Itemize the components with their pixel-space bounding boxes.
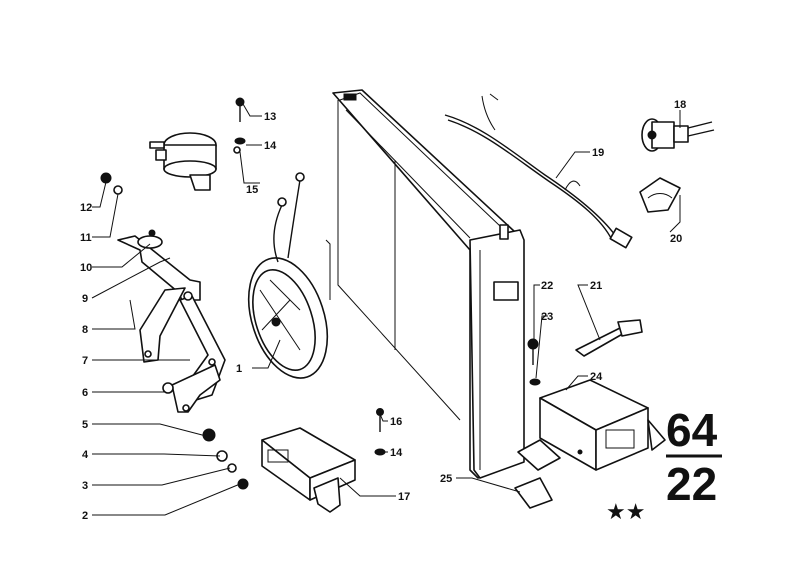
callout-18: 18 xyxy=(674,99,686,111)
electric-fan xyxy=(247,172,329,379)
callout-15: 15 xyxy=(246,184,258,196)
callout-16: 16 xyxy=(390,416,402,428)
callout-8: 8 xyxy=(82,324,88,336)
callout-13: 13 xyxy=(264,111,276,123)
callout-22: 22 xyxy=(541,280,553,292)
callout-4: 4 xyxy=(82,449,89,461)
star-marker: ★★ xyxy=(606,500,645,525)
fan-bracket xyxy=(117,235,226,413)
bracket-hardware xyxy=(100,172,156,237)
clip xyxy=(639,177,681,213)
callout-5: 5 xyxy=(82,419,88,431)
nuts-washers xyxy=(202,428,249,490)
bolt-top xyxy=(234,97,246,145)
leader-lines xyxy=(91,103,681,516)
callout-25: 25 xyxy=(440,473,452,485)
bracket-25 xyxy=(514,477,553,509)
relay xyxy=(149,132,241,191)
wiring-harness xyxy=(444,93,633,249)
callout-6: 6 xyxy=(82,387,88,399)
mounting-strap xyxy=(575,319,643,357)
subgroup-number: 22 xyxy=(666,458,717,510)
callout-17: 17 xyxy=(398,491,410,503)
group-number: 64 xyxy=(666,404,718,456)
callout-19: 19 xyxy=(592,147,604,159)
radiator xyxy=(325,89,525,479)
callout-14-bottom: 14 xyxy=(390,447,403,459)
callout-20: 20 xyxy=(670,233,682,245)
screws xyxy=(527,338,541,386)
callout-21: 21 xyxy=(590,280,602,292)
group-code: 64 22 ★★ xyxy=(606,404,722,525)
callout-12: 12 xyxy=(80,202,92,214)
callout-11: 11 xyxy=(80,232,92,244)
callout-7: 7 xyxy=(82,355,88,367)
callout-labels: 1 2 3 4 5 6 7 8 9 10 11 12 13 14 14 15 1… xyxy=(80,99,686,522)
callout-1: 1 xyxy=(236,363,242,375)
callout-10: 10 xyxy=(80,262,92,274)
callout-14-top: 14 xyxy=(264,140,277,152)
callout-24: 24 xyxy=(590,371,603,383)
resistor-box xyxy=(517,379,666,471)
temperature-switch xyxy=(641,118,715,152)
callout-9: 9 xyxy=(82,293,88,305)
control-unit xyxy=(261,408,386,513)
callout-23: 23 xyxy=(541,311,553,323)
callout-3: 3 xyxy=(82,480,88,492)
callout-2: 2 xyxy=(82,510,88,522)
